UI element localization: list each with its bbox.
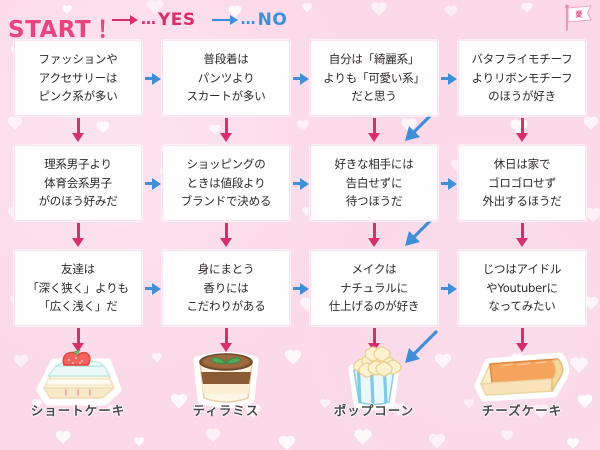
question-text-line: 自分は「綺麗系」 — [328, 52, 420, 67]
cheesecake-slice-icon — [468, 346, 576, 410]
question-text-line: 仕上げるのが好き — [328, 299, 420, 314]
question-text-line: ピンク系が多い — [38, 89, 118, 104]
question-box-q8[interactable]: 休日は家でゴロゴロせず外出するほうだ — [458, 145, 586, 221]
start-label: START！ — [8, 17, 115, 43]
result-label: ティラミス — [192, 403, 260, 418]
question-text-line: ショッピングの — [186, 157, 266, 172]
question-text-line: 理系男子より — [44, 157, 112, 172]
question-text-line: 普段着は — [203, 52, 249, 67]
question-text-line: 休日は家で — [493, 157, 551, 172]
horizontal-arrow-r1-c3 — [441, 77, 449, 80]
vertical-arrow-c2-r2r3 — [224, 223, 228, 239]
question-box-q12[interactable]: じつはアイドルやYoutuberになってみたい — [458, 250, 586, 326]
vertical-arrow-c1-r1r2 — [76, 118, 80, 134]
legend-item-no: … NO — [211, 9, 288, 30]
question-box-q11[interactable]: メイクはナチュラルに仕上げるのが好き — [310, 250, 438, 326]
question-box-q3[interactable]: 自分は「綺麗系」よりも「可愛い系」だと思う — [310, 40, 438, 116]
vertical-arrow-c1-r3result — [76, 328, 80, 344]
legend: … YES … NO — [112, 10, 287, 30]
question-box-q6[interactable]: ショッピングのときは値段よりブランドで決める — [162, 145, 290, 221]
vertical-arrow-c2-r1r2 — [224, 118, 228, 134]
horizontal-arrow-r2-c3 — [441, 182, 449, 185]
question-text-line: ナチュラルに — [340, 280, 408, 295]
svg-text:愛: 愛 — [576, 10, 583, 19]
question-text-line: がのほう好みだ — [38, 194, 118, 209]
question-text-line: バタフライモチーフ — [471, 52, 573, 67]
horizontal-arrow-r3-c1 — [145, 287, 153, 290]
legend-dots-yes: … — [141, 9, 156, 28]
question-box-q1[interactable]: ファッションやアクセサリーはピンク系が多い — [14, 40, 142, 116]
question-box-q9[interactable]: 友達は「深く狭く」よりも「広く浅く」だ — [14, 250, 142, 326]
question-text-line: ゴロゴロせず — [488, 175, 556, 190]
question-box-q2[interactable]: 普段着はパンツよりスカートが多い — [162, 40, 290, 116]
question-text-line: なってみたい — [488, 299, 556, 314]
popcorn-bucket-icon — [334, 346, 414, 416]
horizontal-arrow-r3-c3 — [441, 287, 449, 290]
question-text-line: ときは値段より — [186, 175, 266, 190]
result-r3[interactable]: ポップコーン — [299, 344, 449, 448]
question-text-line: だと思う — [351, 89, 397, 104]
result-label: ポップコーン — [333, 403, 415, 418]
question-text-line: パンツより — [197, 70, 255, 85]
tiramisu-cup-icon — [187, 346, 265, 414]
result-r2[interactable]: ティラミス — [151, 344, 301, 448]
vertical-arrow-c1-r2r3 — [76, 223, 80, 239]
question-text-line: 告白せずに — [345, 175, 403, 190]
arrow-right-icon — [211, 14, 238, 26]
result-label: ショートケーキ — [30, 403, 126, 418]
question-text-line: 「深く狭く」よりも — [27, 280, 129, 295]
vertical-arrow-c3-r3result — [372, 328, 376, 344]
question-text-line: よりも「可愛い系」 — [323, 70, 425, 85]
vertical-arrow-c4-r3result — [520, 328, 524, 344]
legend-label-yes: YES — [158, 10, 196, 30]
vertical-arrow-c3-r1r2 — [372, 118, 376, 134]
question-text-line: スカートが多い — [186, 89, 266, 104]
horizontal-arrow-r1-c2 — [293, 77, 301, 80]
flag-icon: 愛 — [565, 4, 592, 31]
result-r1[interactable]: ショートケーキ — [3, 344, 153, 448]
question-text-line: アクセサリーは — [38, 70, 118, 85]
legend-label-no: NO — [257, 10, 288, 30]
question-box-q5[interactable]: 理系男子より体育会系男子がのほう好みだ — [14, 145, 142, 221]
question-text-line: ブランドで決める — [180, 194, 272, 209]
strawberry-shortcake-icon — [30, 346, 126, 412]
horizontal-arrow-r3-c2 — [293, 287, 301, 290]
question-text-line: ファッションや — [38, 52, 118, 67]
horizontal-arrow-r2-c2 — [293, 182, 301, 185]
question-text-line: のほうが好き — [488, 89, 556, 104]
diagonal-wrap-arrow-row3 — [405, 330, 438, 363]
horizontal-arrow-r1-c1 — [145, 77, 153, 80]
question-text-line: じつはアイドル — [482, 262, 562, 277]
vertical-arrow-c4-r2r3 — [520, 223, 524, 239]
horizontal-arrow-r2-c1 — [145, 182, 153, 185]
question-text-line: 「広く浅く」だ — [38, 299, 118, 314]
arrow-right-icon — [112, 14, 138, 26]
question-text-line: 友達は — [61, 262, 95, 277]
question-box-q4[interactable]: バタフライモチーフよりリボンモチーフのほうが好き — [458, 40, 586, 116]
question-text-line: こだわりがある — [186, 299, 266, 314]
vertical-arrow-c2-r3result — [224, 328, 228, 344]
result-r4[interactable]: チーズケーキ — [447, 344, 597, 448]
vertical-arrow-c3-r2r3 — [372, 223, 376, 239]
question-text-line: 身にまとう — [197, 262, 255, 277]
question-text-line: 外出するほうだ — [482, 194, 562, 209]
question-text-line: 待つほうだ — [345, 194, 403, 209]
question-text-line: 香りには — [203, 280, 249, 295]
legend-dots-no: … — [240, 9, 256, 28]
question-text-line: やYoutuberに — [486, 280, 558, 295]
question-box-q10[interactable]: 身にまとう香りにはこだわりがある — [162, 250, 290, 326]
question-box-q7[interactable]: 好きな相手には告白せずに待つほうだ — [310, 145, 438, 221]
legend-item-yes: … YES — [112, 10, 196, 30]
question-text-line: 体育会系男子 — [44, 175, 112, 190]
result-label: チーズケーキ — [481, 403, 563, 418]
vertical-arrow-c4-r1r2 — [520, 118, 524, 134]
question-text-line: よりリボンモチーフ — [471, 70, 573, 85]
question-text-line: 好きな相手には — [334, 157, 414, 172]
question-text-line: メイクは — [351, 262, 397, 277]
